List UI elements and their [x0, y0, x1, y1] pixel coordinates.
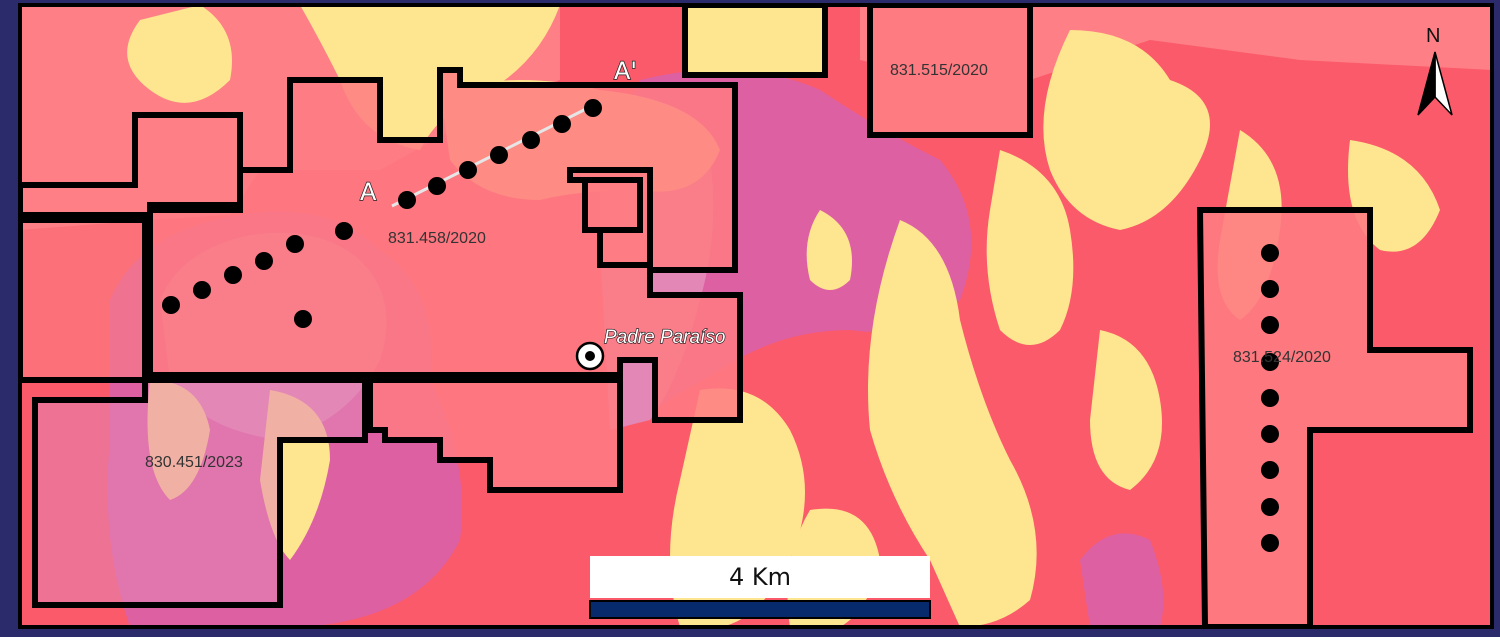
drill-hole-icon[interactable] — [1261, 353, 1279, 371]
section-label-a-prime: A' — [614, 57, 637, 85]
claim-label-830-451: 830.451/2023 — [145, 454, 243, 471]
section-label-a: A — [360, 178, 377, 206]
drill-hole-icon[interactable] — [1261, 461, 1279, 479]
drill-hole-icon[interactable] — [1261, 498, 1279, 516]
drill-hole-icon[interactable] — [294, 310, 312, 328]
claims-layer — [20, 5, 1473, 627]
drill-hole-icon[interactable] — [1261, 280, 1279, 298]
claim-label-831-524: 831.524/2020 — [1233, 349, 1331, 366]
north-label: N — [1426, 25, 1440, 47]
town-marker-icon[interactable] — [575, 341, 605, 371]
north-arrow-icon: N — [1417, 25, 1453, 116]
scale-bar-segment — [589, 600, 931, 619]
claim-831-458-south — [367, 377, 623, 493]
scale-label: 4 Km — [729, 563, 791, 591]
drill-hole-icon[interactable] — [584, 99, 602, 117]
drill-hole-icon[interactable] — [522, 131, 540, 149]
claim-831-515[interactable] — [867, 5, 1033, 138]
drill-hole-icon[interactable] — [398, 191, 416, 209]
claim-831-524[interactable] — [1196, 207, 1473, 627]
drill-hole-icon[interactable] — [490, 146, 508, 164]
town-name: Padre Paraíso — [604, 327, 725, 348]
drill-holes — [162, 99, 1279, 552]
drill-hole-icon[interactable] — [1261, 534, 1279, 552]
drill-hole-icon[interactable] — [193, 281, 211, 299]
claim-west-upper — [20, 112, 243, 218]
drill-hole-icon[interactable] — [1261, 316, 1279, 334]
drill-hole-icon[interactable] — [224, 266, 242, 284]
claim-label-831-458: 831.458/2020 — [388, 230, 486, 247]
claim-831-458[interactable] — [147, 67, 743, 423]
claim-830-451[interactable] — [32, 377, 368, 608]
drill-hole-icon[interactable] — [162, 296, 180, 314]
drill-hole-icon[interactable] — [286, 235, 304, 253]
claim-label-831-515: 831.515/2020 — [890, 62, 988, 79]
drill-hole-icon[interactable] — [553, 115, 571, 133]
claim-top-middle — [682, 5, 828, 78]
scale-bar-label-box — [590, 556, 930, 598]
drill-hole-icon[interactable] — [255, 252, 273, 270]
unit-magenta-3 — [1080, 533, 1164, 627]
claim-west-lower — [20, 217, 148, 383]
claim-831-458-inner-square — [582, 177, 643, 233]
map-inner-border — [18, 3, 1494, 629]
drill-hole-icon[interactable] — [1261, 389, 1279, 407]
drill-hole-icon[interactable] — [459, 161, 477, 179]
drill-hole-icon[interactable] — [335, 222, 353, 240]
drill-hole-icon[interactable] — [428, 177, 446, 195]
map-body: 831.458/2020 831.515/2020 831.524/2020 8… — [18, 3, 1494, 629]
scale-bar: 4 Km — [589, 556, 931, 619]
drill-hole-icon[interactable] — [1261, 244, 1279, 262]
drill-hole-icon[interactable] — [1261, 425, 1279, 443]
